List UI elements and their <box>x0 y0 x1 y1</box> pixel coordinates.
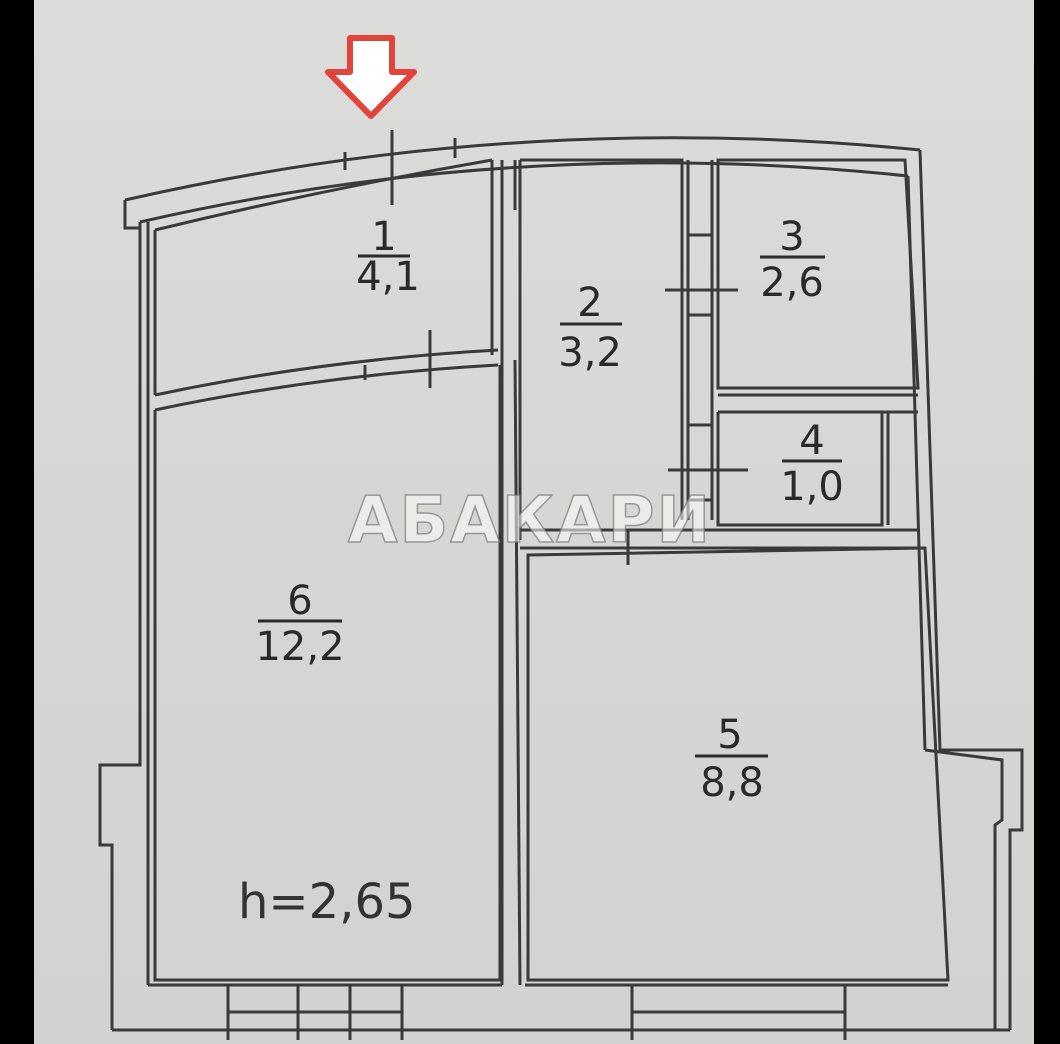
room-label-5: 5 8,8 <box>695 712 768 806</box>
room-area: 12,2 <box>255 624 344 670</box>
room-area: 4,1 <box>356 254 420 300</box>
walls <box>98 130 1024 1040</box>
watermark-logo: АБАКАРИ <box>348 484 712 558</box>
room-area: 8,8 <box>700 760 764 806</box>
room-number: 5 <box>717 712 742 758</box>
plan-sheet <box>34 0 1034 1044</box>
room-number: 1 <box>371 214 396 260</box>
right-black-border <box>1034 0 1060 1044</box>
ceiling-height-label: h=2,65 <box>238 874 416 930</box>
room-number: 2 <box>577 280 602 326</box>
room-label-2: 2 3,2 <box>558 280 622 376</box>
room-area: 3,2 <box>558 330 622 376</box>
down-arrow-icon <box>325 35 417 119</box>
room-number: 6 <box>287 578 312 624</box>
room-label-6: 6 12,2 <box>255 578 344 670</box>
room-number: 4 <box>799 418 824 464</box>
left-black-border <box>0 0 34 1044</box>
room-label-3: 3 2,6 <box>760 214 825 306</box>
room-label-4: 4 1,0 <box>780 418 844 510</box>
room-number: 3 <box>779 214 804 260</box>
room-area: 2,6 <box>760 260 824 306</box>
room-label-1: 1 4,1 <box>356 214 420 300</box>
room-area: 1,0 <box>780 464 844 510</box>
